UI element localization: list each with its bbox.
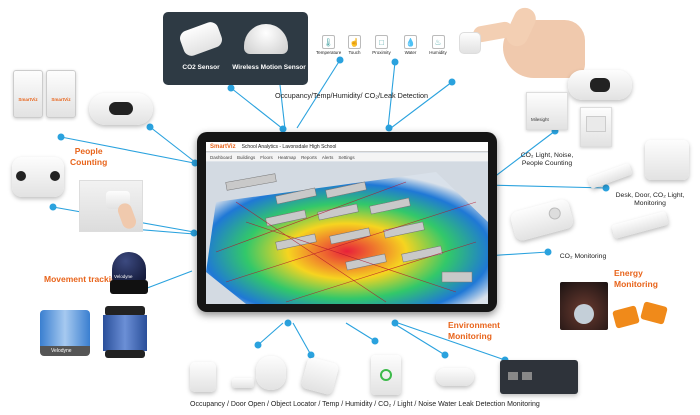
lidar-dome-image: Velodyne — [108, 252, 150, 296]
velodyne-label: Velodyne — [114, 274, 133, 279]
milesight-env-sensor-image: Milesight — [526, 92, 568, 130]
connector-dot — [371, 337, 379, 345]
co2-detector-image — [509, 197, 575, 243]
sensor-type-label: Temperature — [316, 50, 342, 55]
menu-item[interactable]: Reports — [301, 154, 317, 160]
connector-dot — [284, 319, 292, 327]
connector-dot — [307, 351, 315, 359]
motion-sensor-image — [244, 24, 288, 54]
menu-item[interactable]: Floors — [260, 154, 273, 160]
menu-item[interactable]: Dashboard — [210, 154, 233, 160]
right-caption-desk-door: Desk, Door, CO₂ Light, Monitoring — [615, 192, 685, 207]
ouster-lidar-image — [103, 306, 147, 358]
right-caption-light-noise: CO₂ Light, Noise, People Counting — [520, 152, 574, 167]
menu-item[interactable]: Settings — [338, 154, 355, 160]
thermometer-icon: 🌡 — [322, 35, 335, 49]
connector-dot — [146, 123, 154, 131]
door-magnet-sensor-image — [611, 210, 669, 240]
door-sensor-image — [587, 162, 633, 190]
connector-dot — [57, 133, 65, 141]
movement-tracking-label: Movement tracking — [44, 274, 122, 284]
bottom-caption: Occupancy / Door Open / Object Locator /… — [190, 401, 540, 408]
velodyne-label: Velodyne — [51, 348, 72, 354]
sensor-type-touch: ☝ Touch — [342, 35, 367, 57]
connector-dot — [190, 229, 198, 237]
touch-icon: ☝ — [348, 35, 361, 49]
top-caption: Occupancy/Temp/Humidity/ CO₂/Leak Detect… — [275, 91, 428, 100]
dashboard-menu: Dashboard Buildings Floors Heatmap Repor… — [206, 153, 488, 161]
connector-dot — [441, 351, 449, 359]
milesight-people-counter-image — [568, 70, 632, 100]
people-counter-image — [12, 157, 64, 197]
humidity-icon: ♨ — [431, 35, 445, 49]
bottom-sensor-3-image — [256, 356, 286, 390]
hexagon-sensor-image — [300, 356, 340, 396]
energy-meter-clamps-image — [612, 300, 672, 332]
hand-holding-sensor-image — [455, 2, 585, 78]
dashboard-title: School Analytics - Lavonsdale High Schoo… — [241, 143, 337, 150]
right-caption-co2: CO₂ Monitoring — [559, 253, 607, 260]
wall-sensor-image — [645, 140, 689, 180]
connector-dot — [279, 125, 287, 133]
connector-dot — [391, 319, 399, 327]
sensor-type-proximity: □ Proximity — [368, 35, 395, 57]
menu-item[interactable]: Heatmap — [277, 154, 297, 160]
connector-dot — [385, 124, 393, 132]
connector-dot — [191, 159, 199, 167]
tablet-dashboard: SmartViz School Analytics - Lavonsdale H… — [197, 132, 497, 312]
co2-sensor-image — [177, 19, 225, 59]
smartviz-sensors-image: SmartViz SmartViz — [13, 70, 77, 120]
sensor-type-label: Water — [404, 50, 417, 55]
water-drop-icon: 💧 — [404, 35, 417, 49]
energy-monitoring-label: Energy Monitoring — [614, 268, 658, 289]
proximity-icon: □ — [375, 35, 388, 49]
menu-item[interactable]: Alerts — [321, 154, 334, 160]
gateway-device-image — [500, 360, 578, 394]
sensor-product-card: CO2 Sensor Wireless Motion Sensor — [163, 12, 308, 85]
dashboard-header: SmartViz School Analytics - Lavonsdale H… — [206, 142, 488, 152]
smartviz-logo: SmartViz — [18, 97, 38, 102]
connector-dot — [254, 341, 262, 349]
wall-plate-sensor-image — [371, 355, 401, 395]
smartviz-logo: SmartViz — [51, 97, 71, 102]
connector-dot — [336, 56, 344, 64]
connector-dot — [544, 248, 552, 256]
connector-dot — [391, 58, 399, 66]
milesight-sensor-image — [89, 93, 153, 125]
connector-dot — [602, 184, 610, 192]
sensor-icon-strip: 🌡 Temperature ☝ Touch □ Proximity 💧 Wate… — [316, 35, 456, 65]
app-brand: SmartViz — [210, 143, 236, 150]
sensor-type-temperature: 🌡 Temperature — [316, 35, 341, 57]
bottom-sensor-2-image — [232, 378, 254, 388]
menu-item[interactable]: Buildings — [237, 154, 256, 160]
connector-dot — [448, 78, 456, 86]
sensor-type-label: Touch — [348, 50, 361, 55]
co2-sensor-label: CO2 Sensor — [182, 64, 220, 71]
bottom-sensor-1-image — [190, 362, 216, 392]
sensor-type-humidity: ♨ Humidity — [424, 35, 452, 57]
connector-dot — [227, 84, 235, 92]
connector-dot — [49, 203, 57, 211]
connector-dot — [551, 127, 559, 135]
people-counting-label: People Counting — [70, 146, 108, 167]
environment-monitoring-label: Environment Monitoring — [448, 320, 500, 341]
milesight-logo: Milesight — [531, 117, 549, 122]
leak-sensor-image — [436, 368, 474, 386]
velodyne-lidar-image: Velodyne — [40, 310, 90, 358]
ceiling-install-image — [79, 180, 143, 232]
dashboard-screen: SmartViz School Analytics - Lavonsdale H… — [206, 142, 488, 304]
sensor-type-label: Proximity — [372, 50, 391, 55]
thermostat-panel-image — [580, 107, 612, 147]
floor-heatmap — [206, 162, 488, 304]
electrical-panel-image — [560, 282, 608, 330]
motion-sensor-label: Wireless Motion Sensor — [232, 64, 306, 71]
sensor-type-water: 💧 Water — [398, 35, 423, 57]
sensor-type-label: Humidity — [429, 50, 447, 55]
